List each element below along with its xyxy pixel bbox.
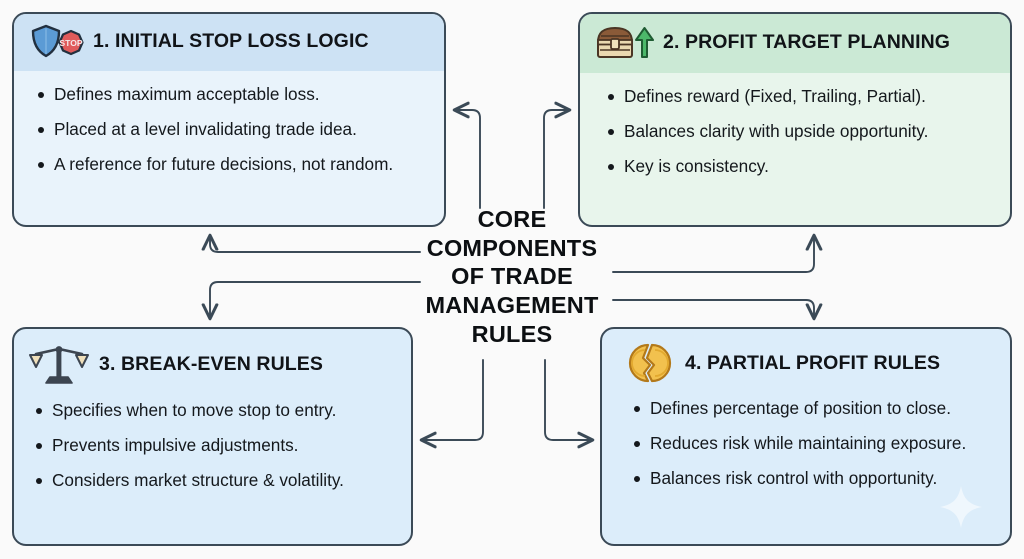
card-profit-target-planning[interactable]: 2. PROFIT TARGET PLANNING Defines reward… [578,12,1012,227]
card2-bullet-list: Defines reward (Fixed, Trailing, Partial… [580,73,1010,188]
connector-center-to-card2-right [612,236,814,273]
bullet-text: Placed at a level invalidating trade ide… [54,118,357,139]
bullet-dot-icon [608,128,614,135]
bullet-dot-icon [608,163,614,170]
card1-bullet-list: Defines maximum acceptable loss. Placed … [14,71,444,186]
connector-center-to-card1-top [455,110,481,209]
card4-title: 4. PARTIAL PROFIT RULES [685,351,941,374]
center-line: COMPONENTS [426,234,598,261]
bullet-dot-icon [634,406,640,412]
card4-header: 4. PARTIAL PROFIT RULES [602,329,1010,387]
bullet-text: Prevents impulsive adjustments. [52,434,299,455]
connector-center-to-card4-right [612,299,814,318]
treasure-chest-up-arrow-icon [597,27,654,58]
card3-title: 3. BREAK-EVEN RULES [99,352,324,375]
bullet-text: Key is consistency. [624,155,769,176]
card2-title: 2. PROFIT TARGET PLANNING [663,30,951,53]
card1-title: 1. INITIAL STOP LOSS LOGIC [93,29,369,52]
center-line: MANAGEMENT [425,291,599,318]
card-break-even-rules[interactable]: 3. BREAK-EVEN RULES Specifies when to mo… [12,327,413,546]
list-item: Considers market structure & volatility. [36,469,397,492]
card-initial-stop-loss-logic[interactable]: STOP 1. INITIAL STOP LOSS LOGIC Defines … [12,12,446,227]
list-item: Defines reward (Fixed, Trailing, Partial… [608,85,996,108]
bullet-text: Defines maximum acceptable loss. [54,84,320,104]
connector-center-to-card2-top [543,110,569,209]
list-item: Prevents impulsive adjustments. [36,434,397,457]
bullet-text: Balances clarity with upside opportunity… [624,120,929,141]
bullet-dot-icon [36,442,42,449]
card2-header: 2. PROFIT TARGET PLANNING [580,14,1010,73]
card3-bullet-list: Specifies when to move stop to entry. Pr… [14,391,411,502]
shield-stop-icon: STOP [31,24,84,58]
center-line: CORE [477,206,547,232]
list-item: A reference for future decisions, not ra… [38,153,430,176]
center-line: RULES [471,320,553,347]
bullet-text: Reduces risk while maintaining exposure. [650,432,967,453]
bullet-text: Considers market structure & volatility. [52,469,344,490]
center-label: CORE COMPONENTS OF TRADE MANAGEMENT RULE… [420,205,604,348]
card3-header: 3. BREAK-EVEN RULES [14,329,411,391]
bullet-text: A reference for future decisions, not ra… [54,153,394,174]
bullet-dot-icon [36,408,42,414]
bullet-dot-icon [608,94,614,100]
bullet-dot-icon [634,475,640,482]
list-item: Defines maximum acceptable loss. [38,83,430,106]
connector-center-to-card1-left [210,236,421,253]
card-partial-profit-rules[interactable]: 4. PARTIAL PROFIT RULES Defines percenta… [600,327,1012,546]
center-line: OF TRADE [451,263,573,290]
bullet-text: Balances risk control with opportunity. [650,467,938,488]
broken-coin-icon [628,343,672,383]
connector-center-to-card3-left [210,281,421,318]
bullet-text: Specifies when to move stop to entry. [52,400,337,420]
bullet-dot-icon [38,92,44,98]
bullet-dot-icon [36,477,42,484]
list-item: Key is consistency. [608,155,996,178]
list-item: Reduces risk while maintaining exposure. [634,432,998,455]
list-item: Balances clarity with upside opportunity… [608,120,996,143]
balance-scales-icon [29,346,89,384]
bullet-dot-icon [38,126,44,133]
connector-center-to-card3-bottom [422,359,484,440]
card4-bullet-list: Defines percentage of position to close.… [602,387,1010,500]
bullet-dot-icon [634,440,640,447]
bullet-text: Defines reward (Fixed, Trailing, Partial… [624,86,926,106]
sparkle-decoration-icon [940,486,982,528]
list-item: Placed at a level invalidating trade ide… [38,118,430,141]
connector-center-to-card4-bottom [544,359,592,440]
bullet-text: Defines percentage of position to close. [650,398,951,418]
card1-header: STOP 1. INITIAL STOP LOSS LOGIC [14,14,444,71]
list-item: Specifies when to move stop to entry. [36,399,397,422]
svg-text:STOP: STOP [59,38,83,48]
list-item: Balances risk control with opportunity. [634,467,998,490]
bullet-dot-icon [38,161,44,168]
list-item: Defines percentage of position to close. [634,397,998,420]
